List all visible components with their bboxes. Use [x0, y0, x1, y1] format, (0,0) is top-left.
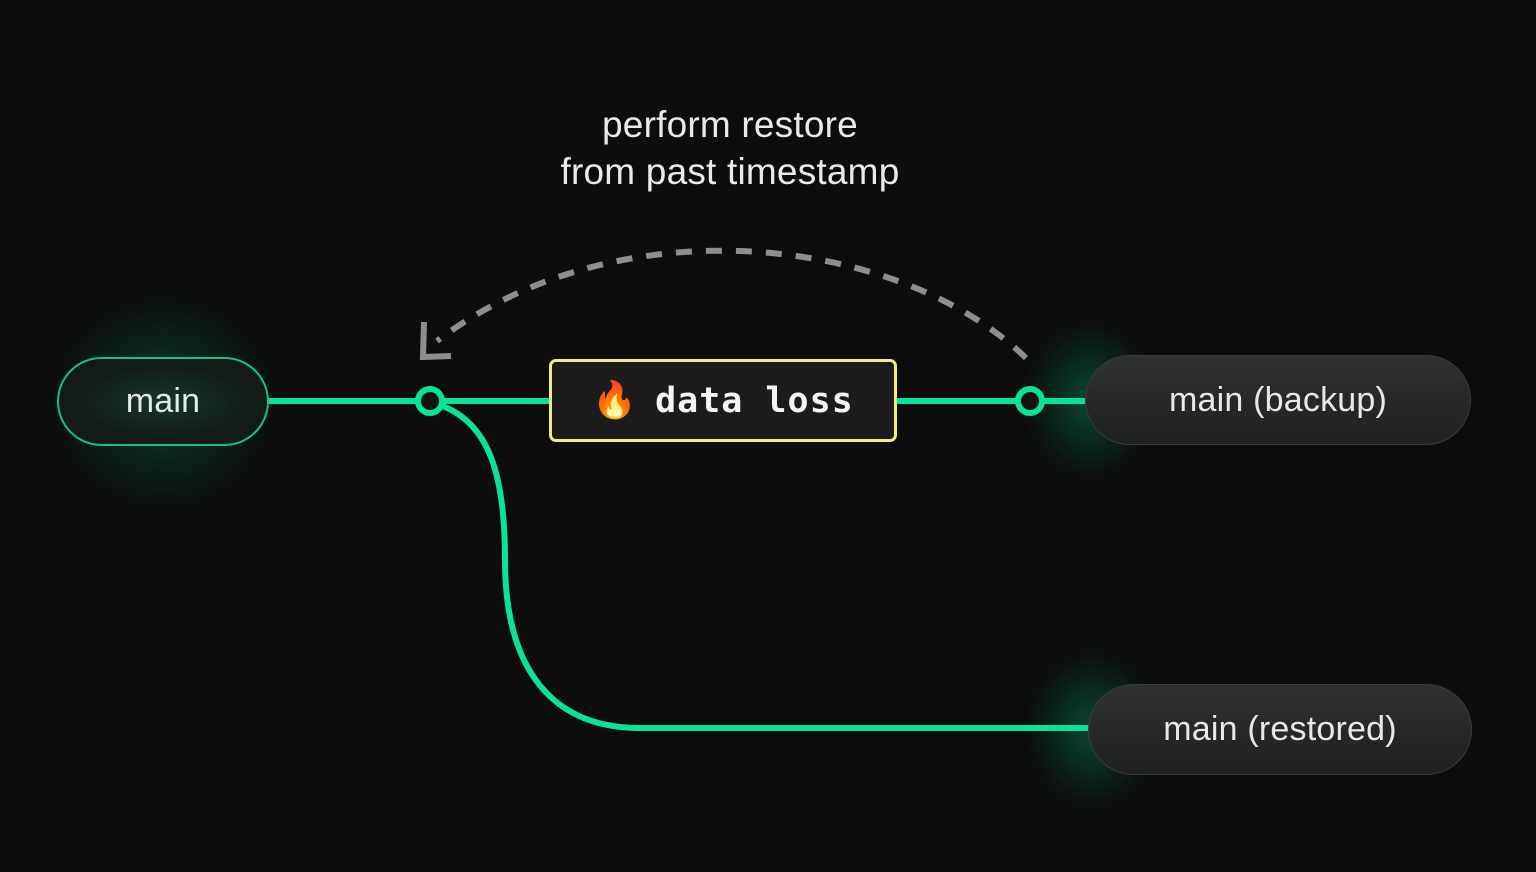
node-main-restored[interactable]: main (restored)	[1088, 684, 1472, 775]
fire-emoji: 🔥	[592, 379, 638, 421]
data-loss-box[interactable]: 🔥 data loss	[549, 359, 897, 442]
data-loss-label: data loss	[655, 380, 854, 421]
edge-branchpoint-to-restored	[434, 401, 1095, 731]
restore-caption: perform restore from past timestamp	[560, 104, 900, 192]
node-main-restored-label: main (restored)	[1163, 710, 1397, 748]
restore-arrowhead-icon	[419, 321, 452, 361]
commit-dot-head[interactable]	[1015, 386, 1045, 416]
commit-dot-branch-point[interactable]	[415, 386, 445, 416]
node-main[interactable]: main	[57, 357, 269, 446]
node-main-backup-label: main (backup)	[1168, 380, 1388, 419]
node-main-label: main	[125, 382, 201, 420]
restore-arrow-path	[435, 247, 1029, 361]
node-main-backup[interactable]: main (backup)	[1085, 355, 1471, 445]
